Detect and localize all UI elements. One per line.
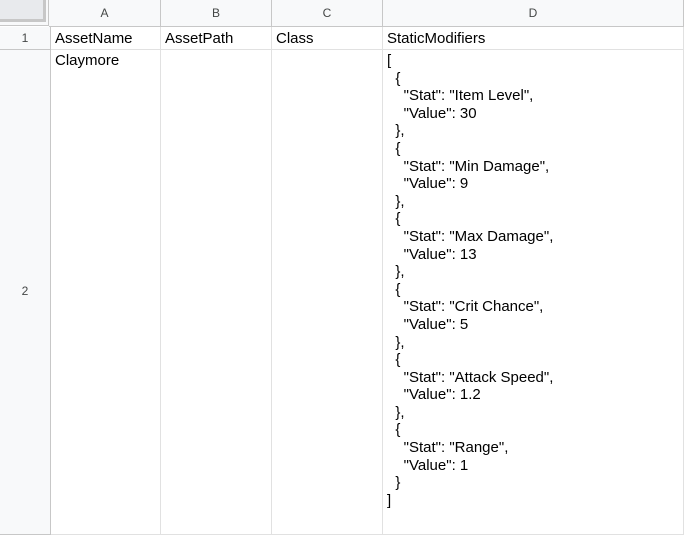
cell-d2[interactable]: [ { "Stat": "Item Level", "Value": 30 },… bbox=[383, 50, 684, 535]
column-header-c[interactable]: C bbox=[272, 0, 383, 27]
cell-b1[interactable]: AssetPath bbox=[161, 27, 272, 50]
select-all-corner[interactable] bbox=[0, 0, 49, 26]
static-modifiers-json: [ { "Stat": "Item Level", "Value": 30 },… bbox=[387, 52, 554, 509]
cell-c2[interactable] bbox=[272, 50, 383, 535]
column-header-d[interactable]: D bbox=[383, 0, 684, 27]
row-header-2[interactable]: 2 bbox=[0, 50, 51, 535]
cell-c1[interactable]: Class bbox=[272, 27, 383, 50]
cell-a2[interactable]: Claymore bbox=[51, 50, 161, 535]
column-header-a[interactable]: A bbox=[49, 0, 161, 27]
row-header-1[interactable]: 1 bbox=[0, 27, 51, 50]
select-all-icon bbox=[0, 0, 46, 22]
column-header-b[interactable]: B bbox=[161, 0, 272, 27]
cell-d1[interactable]: StaticModifiers bbox=[383, 27, 684, 50]
cell-b2[interactable] bbox=[161, 50, 272, 535]
cell-a1[interactable]: AssetName bbox=[51, 27, 161, 50]
